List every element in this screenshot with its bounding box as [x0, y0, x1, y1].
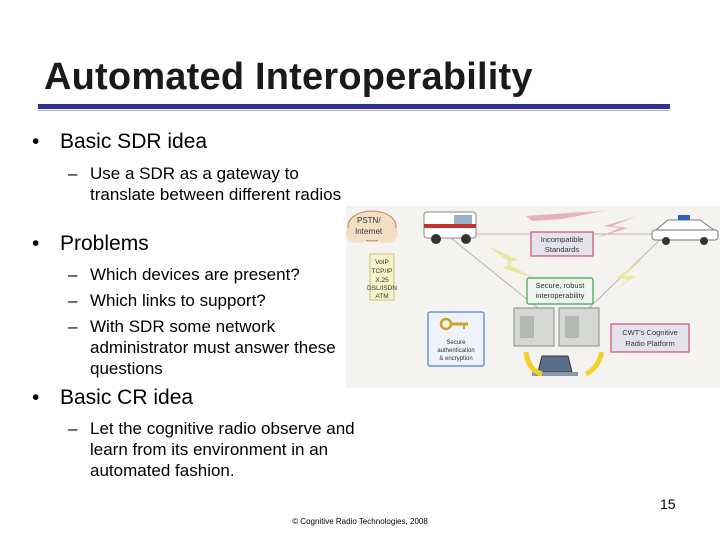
sub-bullet: – Let the cognitive radio observe and le…	[68, 418, 366, 481]
title-underline	[38, 104, 670, 109]
sub-bullet-text: Which links to support?	[90, 291, 266, 310]
key-tooth	[463, 325, 465, 329]
slide-title: Automated Interoperability	[44, 56, 533, 98]
auth-label-line3: & encryption	[439, 356, 472, 362]
sub-bullet: – Use a SDR as a gateway to translate be…	[68, 163, 346, 205]
incompatible-label-line1: Incompatible	[541, 235, 584, 244]
sub-bullet: – Which links to support?	[68, 290, 350, 311]
lightning-icon	[488, 246, 534, 278]
laptop-screen	[537, 355, 573, 373]
pstn-label-line2: Internet	[355, 227, 383, 236]
pstn-cloud-icon	[346, 210, 398, 243]
ambulance-icon	[423, 211, 477, 244]
sub-bullet-text: With SDR some network administrator must…	[90, 317, 336, 378]
curved-arrow-icon	[584, 351, 605, 377]
sub-bullet: – Which devices are present?	[68, 264, 350, 285]
bullet-dot-icon: •	[32, 386, 40, 409]
page-number: 15	[660, 496, 676, 512]
cwt-label-line1: CWT's Cognitive	[622, 328, 678, 337]
sub-bullet-text: Let the cognitive radio observe and lear…	[90, 419, 355, 480]
incompatible-label-line2: Standards	[545, 245, 579, 254]
protocols-box	[369, 253, 395, 301]
protocol-x25: X.25	[375, 277, 389, 284]
curved-arrow-icon	[523, 351, 543, 377]
protocol-dsl: DSL/ISDN	[367, 285, 397, 292]
auth-label-line1: Secure	[446, 340, 466, 346]
radio-units-icon	[513, 307, 600, 347]
vehicle-body	[651, 229, 719, 241]
secure-label-line1: Secure, robust	[536, 281, 586, 290]
vehicle-stripe	[424, 224, 476, 228]
bullet-text: Basic CR idea	[60, 386, 194, 409]
laptop-icon	[532, 355, 578, 376]
protocol-voip: VoIP	[375, 259, 389, 266]
wheel-icon	[431, 234, 441, 244]
bullet-basic-cr: • Basic CR idea	[32, 386, 194, 410]
cloud-shape	[374, 225, 398, 243]
incompatible-callout	[530, 231, 594, 257]
bullet-problems: • Problems	[32, 232, 149, 256]
dash-icon: –	[68, 317, 78, 336]
radio-signal-icons	[488, 210, 644, 298]
dash-icon: –	[68, 265, 78, 284]
siren-icon	[678, 215, 690, 220]
dash-icon: –	[68, 291, 78, 310]
auth-label-line2: authentication	[437, 348, 474, 354]
vehicle-window	[454, 215, 472, 224]
interoperability-diagram: PSTN/ Internet Incompatible Stand	[346, 206, 720, 388]
bullet-basic-sdr: • Basic SDR idea	[32, 130, 208, 154]
diagram-svg: PSTN/ Internet Incompatible Stand	[346, 206, 720, 388]
sub-bullet: – With SDR some network administrator mu…	[68, 316, 338, 379]
secure-label-line2: interoperability	[536, 291, 585, 300]
sub-bullet-text: Use a SDR as a gateway to translate betw…	[90, 164, 342, 204]
cwt-callout	[610, 323, 690, 353]
pstn-label-line1: PSTN/	[357, 216, 381, 225]
wheel-icon	[461, 234, 471, 244]
lightning-icon	[526, 210, 608, 221]
protocol-atm: ATM	[375, 293, 388, 300]
laptop-base	[532, 372, 578, 376]
radio-slot	[565, 316, 579, 338]
cloud-shape	[346, 225, 370, 243]
bullet-text: Problems	[60, 232, 149, 255]
police-car-icon	[651, 215, 719, 245]
lightning-icon	[596, 216, 638, 238]
key-shaft	[450, 322, 468, 326]
radio-slot	[520, 316, 534, 338]
title-underline-shadow	[38, 110, 670, 111]
copyright-footer: © Cognitive Radio Technologies, 2008	[292, 517, 428, 526]
dash-icon: –	[68, 419, 78, 438]
wheel-icon	[700, 237, 708, 245]
key-icon	[439, 317, 468, 331]
bullet-text: Basic SDR idea	[60, 130, 208, 153]
dash-icon: –	[68, 164, 78, 183]
cwt-label-line2: Radio Platform	[625, 339, 675, 348]
wheel-icon	[662, 237, 670, 245]
protocol-tcpip: TCP/IP	[372, 268, 393, 275]
bullet-dot-icon: •	[32, 130, 40, 153]
sub-bullet-text: Which devices are present?	[90, 265, 300, 284]
bullet-dot-icon: •	[32, 232, 40, 255]
secure-callout	[526, 277, 594, 305]
lightning-icon	[602, 258, 644, 298]
link-line	[445, 233, 540, 310]
